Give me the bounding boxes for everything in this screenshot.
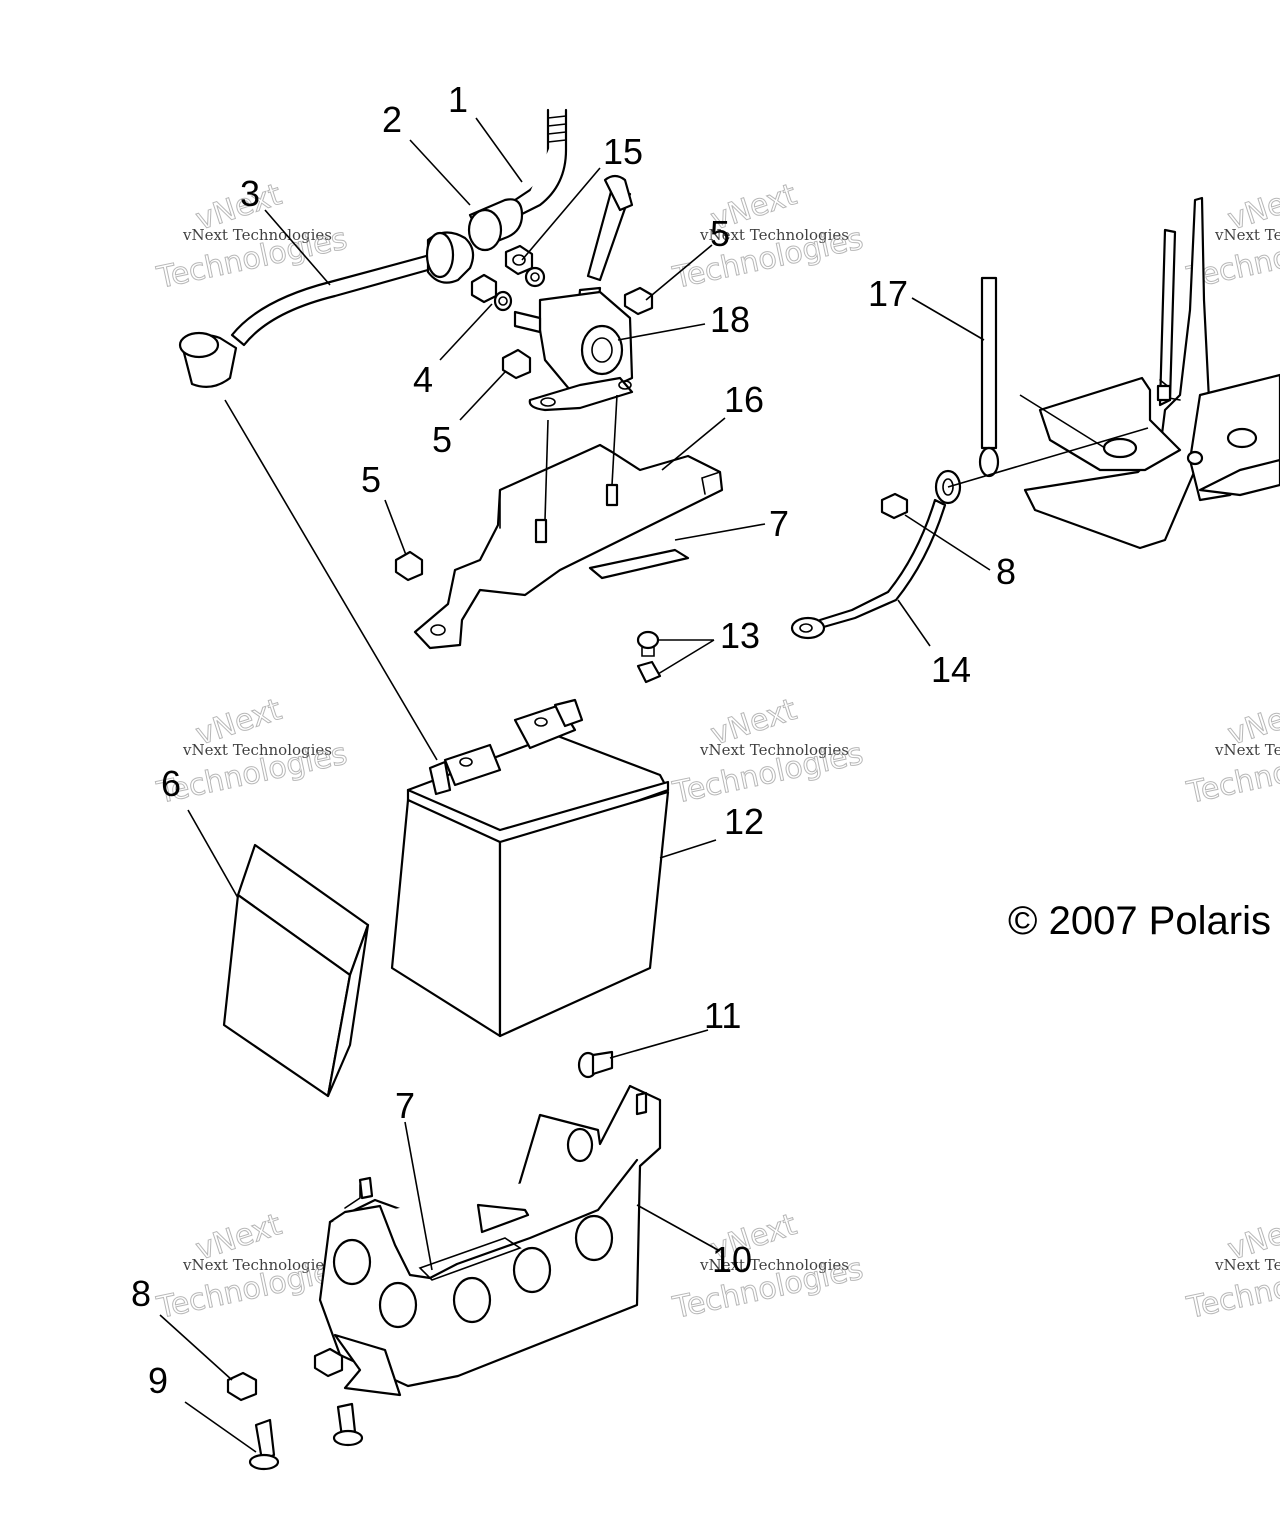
leader-12 — [659, 839, 717, 859]
svg-text:vNext Technologies: vNext Technologies — [182, 226, 332, 244]
leader-5b — [459, 371, 506, 421]
leader-solenoid-bracket-a — [544, 419, 549, 521]
copyright-text: © 2007 Polaris S — [1008, 899, 1280, 943]
callout-16: 16 — [724, 379, 764, 420]
callout-5-lower: 5 — [361, 459, 381, 500]
leader-4 — [439, 303, 493, 361]
leader-14 — [897, 599, 931, 647]
leader-16 — [661, 417, 726, 471]
part-7-pad-lower — [418, 1237, 522, 1281]
leader-lead-cable — [947, 427, 1149, 488]
svg-text:vNext Technologies: vNext Technologies — [1214, 226, 1280, 244]
leader-7a — [674, 523, 766, 541]
part-15-washer — [524, 266, 546, 288]
leader-1 — [475, 117, 523, 183]
part-12-battery — [390, 698, 670, 1038]
callout-10: 10 — [712, 1239, 752, 1280]
part-4-nut — [470, 273, 498, 304]
callout-4: 4 — [413, 359, 433, 400]
svg-text:vNext Technologies: vNext Technologies — [1214, 1256, 1280, 1274]
leader-17 — [911, 297, 985, 341]
callout-11: 11 — [704, 995, 741, 1036]
part-10-battery-tray — [318, 1084, 662, 1397]
watermark-mid-left: vNext Technologies vNext Technologies — [153, 692, 351, 812]
callout-17: 17 — [868, 273, 908, 314]
part-9-bolt-right — [332, 1402, 364, 1447]
watermark-mid-right: vNext Technologies vNext Technologies — [1183, 692, 1280, 812]
part-13-screw — [636, 630, 660, 657]
leader-6 — [187, 809, 239, 899]
callout-8-left: 8 — [131, 1273, 151, 1314]
part-8-nut-left — [226, 1371, 258, 1402]
part-7-pad-upper — [588, 548, 690, 580]
leader-frame-lead — [1019, 394, 1106, 449]
leader-5a — [645, 244, 713, 301]
leader-9 — [184, 1401, 257, 1453]
svg-text:vNext Technologies: vNext Technologies — [182, 741, 332, 759]
svg-text:vNext Technologies: vNext Technologies — [1214, 741, 1280, 759]
part-8-nut-tray — [313, 1347, 344, 1378]
part-16-bracket — [413, 443, 724, 650]
watermark-bottom-center: vNext Technologies vNext Technologies — [669, 1207, 867, 1327]
leader-5c — [384, 499, 407, 556]
part-1-cable — [513, 108, 568, 217]
callout-3: 3 — [240, 173, 260, 214]
leader-lines — [159, 117, 1149, 1453]
leader-15 — [521, 167, 601, 261]
leader-8b — [159, 1314, 233, 1381]
svg-text:vNext Technologies: vNext Technologies — [699, 1256, 849, 1274]
part-14-ground-cable — [790, 469, 962, 640]
callout-7-upper: 7 — [769, 503, 789, 544]
callout-5-top: 5 — [710, 213, 730, 254]
part-6-spacer-pad — [222, 843, 370, 1098]
svg-text:vNext Technologies: vNext Technologies — [699, 226, 849, 244]
callout-12: 12 — [724, 801, 764, 842]
callout-8-right: 8 — [996, 551, 1016, 592]
leader-solenoid-bracket-b — [611, 394, 618, 486]
part-11-screw — [577, 1050, 614, 1079]
callout-9: 9 — [148, 1360, 168, 1401]
leader-8a — [904, 514, 991, 571]
part-18-solenoid — [513, 174, 634, 412]
part-2-terminal-boot — [467, 198, 524, 252]
callout-14: 14 — [931, 649, 971, 690]
leader-3 — [264, 209, 331, 286]
callout-15: 15 — [603, 131, 643, 172]
callout-5-mid: 5 — [432, 419, 452, 460]
part-8-nut-cable — [880, 492, 909, 520]
part-9-bolt-left — [248, 1418, 280, 1471]
leader-7b — [404, 1121, 433, 1271]
callout-7-lower: 7 — [395, 1085, 415, 1126]
watermark-bottom-right: vNext Technologies vNext Technologies — [1183, 1207, 1280, 1327]
callout-18: 18 — [710, 299, 750, 340]
svg-text:vNext Technologies: vNext Technologies — [699, 741, 849, 759]
svg-text:vNext Technologies: vNext Technologies — [182, 1256, 332, 1274]
leader-2 — [409, 139, 471, 206]
watermark-bottom-left: vNext Technologies vNext Technologies — [153, 1207, 351, 1327]
frame-partial — [1023, 196, 1280, 550]
part-5-nut-mid — [501, 348, 532, 380]
leader-18 — [617, 323, 706, 341]
callout-13: 13 — [720, 615, 760, 656]
part-17-lead — [978, 276, 1000, 478]
callout-6: 6 — [161, 763, 181, 804]
leader-10 — [636, 1204, 719, 1251]
part-4-washer — [493, 290, 513, 312]
callout-2: 2 — [382, 99, 402, 140]
watermark-mid-center: vNext Technologies vNext Technologies — [669, 692, 867, 812]
part-5-nut-lower — [394, 550, 424, 582]
callout-1: 1 — [448, 79, 468, 120]
leader-cable-battery — [224, 399, 438, 761]
watermark-top-center: vNext Technologies vNext Technologies — [669, 177, 867, 297]
part-13-clip — [636, 660, 662, 684]
callouts: 1 2 3 4 5 5 5 6 7 7 8 8 9 10 11 12 13 14… — [131, 79, 1016, 1401]
leader-11 — [609, 1029, 709, 1059]
leader-13 — [657, 639, 715, 675]
part-3-battery-cable — [178, 231, 475, 389]
part-5-nut-top-right — [623, 286, 654, 316]
